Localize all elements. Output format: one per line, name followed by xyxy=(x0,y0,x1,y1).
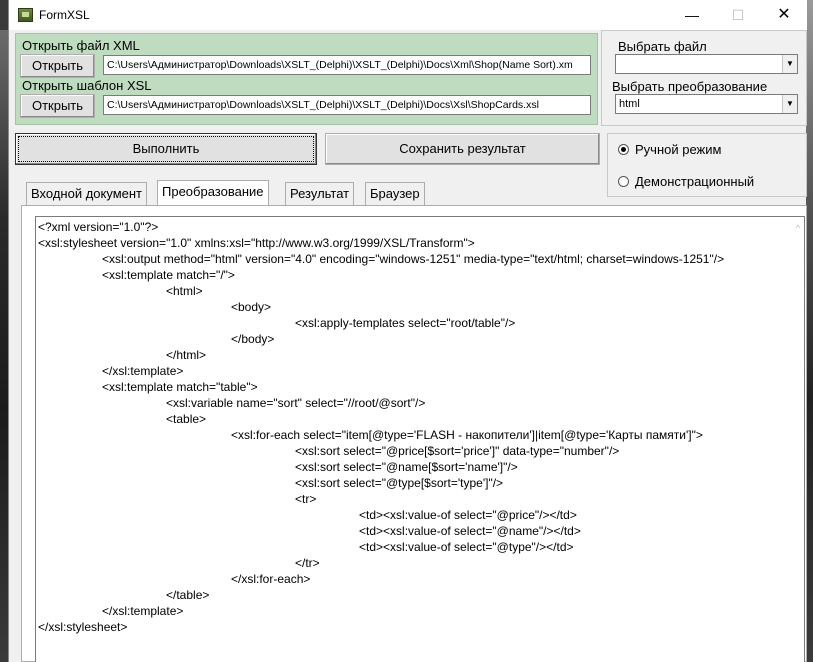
code-line: <xsl:for-each select="item[@type='FLASH … xyxy=(231,428,703,442)
choose-file-combo[interactable]: ▼ xyxy=(615,54,798,74)
xml-path-field[interactable]: C:\Users\Администратор\Downloads\XSLT_(D… xyxy=(103,55,591,75)
file-open-panel: Открыть файл XML Открыть C:\Users\Админи… xyxy=(15,33,598,125)
selection-panel: Выбрать файл ▼ Выбрать преобразование ht… xyxy=(601,30,807,126)
tab-input-document[interactable]: Входной документ xyxy=(26,182,147,205)
mode-panel: Ручной режим Демонстрационный xyxy=(607,133,807,197)
maximize-button[interactable]: ☐ xyxy=(731,7,745,23)
code-line: </tr> xyxy=(295,556,320,570)
minimize-button[interactable]: — xyxy=(685,7,699,23)
open-xml-button[interactable]: Открыть xyxy=(20,54,95,78)
window-title: FormXSL xyxy=(39,8,90,22)
tab-transformation[interactable]: Преобразование xyxy=(157,180,269,205)
code-line: </xsl:template> xyxy=(102,604,184,618)
code-line: <tr> xyxy=(295,492,317,506)
code-line: <xsl:sort select="@price[$sort='price']"… xyxy=(295,444,620,458)
code-line: <xsl:sort select="@type[$sort='type']"/> xyxy=(295,476,504,490)
code-line: <td><xsl:value-of select="@type"/></td> xyxy=(359,540,574,554)
xsl-path-field[interactable]: C:\Users\Администратор\Downloads\XSLT_(D… xyxy=(103,95,591,115)
code-line: <xsl:stylesheet version="1.0" xmlns:xsl=… xyxy=(38,236,475,250)
code-line: <xsl:output method="html" version="4.0" … xyxy=(102,252,725,266)
code-line: <?xml version="1.0"?> xyxy=(38,220,159,234)
code-line: </xsl:stylesheet> xyxy=(38,620,128,634)
tab-result[interactable]: Результат xyxy=(285,182,355,205)
open-xml-label: Открыть файл XML xyxy=(22,38,140,53)
title-bar[interactable]: FormXSL — ☐ ✕ xyxy=(9,0,807,30)
code-line: </table> xyxy=(166,588,210,602)
close-button[interactable]: ✕ xyxy=(777,6,791,23)
code-line: <table> xyxy=(166,412,207,426)
choose-transform-value: html xyxy=(619,98,640,110)
tab-content: ^ <?xml version="1.0"?> <xsl:stylesheet … xyxy=(21,205,807,662)
code-line: <body> xyxy=(231,300,272,314)
demo-mode-radio[interactable]: Демонстрационный xyxy=(618,174,754,189)
open-xsl-button[interactable]: Открыть xyxy=(20,94,95,118)
choose-file-label: Выбрать файл xyxy=(618,39,707,54)
code-line: </html> xyxy=(166,348,207,362)
code-line: </xsl:for-each> xyxy=(231,572,311,586)
app-icon xyxy=(18,8,33,22)
demo-mode-label: Демонстрационный xyxy=(635,174,755,189)
run-button[interactable]: Выполнить xyxy=(15,133,317,165)
chevron-down-icon[interactable]: ▼ xyxy=(782,55,797,73)
choose-transform-combo[interactable]: html ▼ xyxy=(615,94,798,114)
code-line: </xsl:template> xyxy=(102,364,184,378)
desktop-background-right xyxy=(806,0,813,662)
scroll-up-icon[interactable]: ^ xyxy=(795,223,800,233)
code-line: <xsl:sort select="@name[$sort='name']"/> xyxy=(295,460,518,474)
radio-dot-icon xyxy=(618,176,629,187)
code-line: </body> xyxy=(231,332,275,346)
code-line: <html> xyxy=(166,284,203,298)
code-line: <td><xsl:value-of select="@price"/></td> xyxy=(359,508,577,522)
code-line: <xsl:template match="table"> xyxy=(102,380,258,394)
radio-dot-icon xyxy=(618,144,629,155)
code-line: <td><xsl:value-of select="@name"/></td> xyxy=(359,524,581,538)
code-line: <xsl:apply-templates select="root/table"… xyxy=(295,316,516,330)
chevron-down-icon[interactable]: ▼ xyxy=(782,95,797,113)
save-result-button[interactable]: Сохранить результат xyxy=(325,133,600,165)
tab-browser[interactable]: Браузер xyxy=(365,182,425,205)
code-line: <xsl:template match="/"> xyxy=(102,268,235,282)
manual-mode-label: Ручной режим xyxy=(635,142,722,157)
open-xsl-label: Открыть шаблон XSL xyxy=(22,78,152,93)
choose-transform-label: Выбрать преобразование xyxy=(612,79,768,94)
manual-mode-radio[interactable]: Ручной режим xyxy=(618,142,721,157)
formxsl-window: FormXSL — ☐ ✕ Открыть файл XML Открыть C… xyxy=(8,0,807,662)
xsl-code-editor[interactable]: ^ <?xml version="1.0"?> <xsl:stylesheet … xyxy=(35,216,805,662)
code-line: <xsl:variable name="sort" select="//root… xyxy=(166,396,426,410)
